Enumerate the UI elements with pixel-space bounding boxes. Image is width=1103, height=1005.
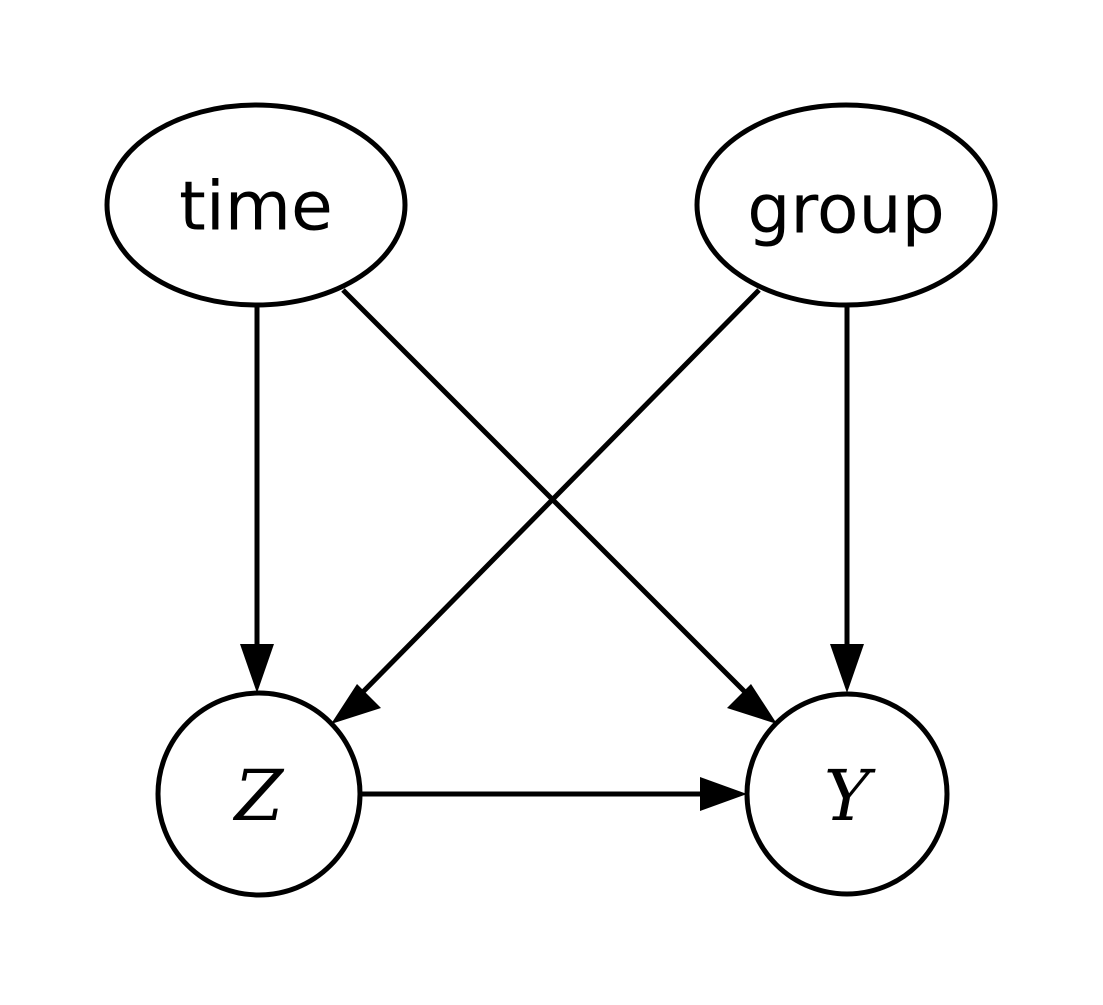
node-z-label: Z (233, 755, 285, 837)
node-layer: time group Z Y (104, 102, 998, 898)
node-y-label: Y (824, 755, 876, 837)
edge-time-to-y[interactable] (341, 288, 777, 724)
edge-time-to-z-arrowhead (240, 644, 274, 693)
node-y[interactable]: Y (744, 691, 950, 897)
node-z-circle (155, 690, 363, 898)
edge-group-to-y[interactable] (830, 305, 864, 693)
edge-group-to-z-line (351, 288, 761, 704)
node-group[interactable]: group (694, 102, 998, 308)
edge-layer (240, 288, 864, 811)
edge-time-to-y-line (341, 288, 757, 704)
node-z[interactable]: Z (155, 690, 363, 898)
node-group-label: group (747, 171, 945, 250)
edge-time-to-y-arrowhead (727, 684, 777, 724)
edge-z-to-y-arrowhead (700, 777, 747, 811)
node-group-ellipse (694, 102, 998, 308)
node-time-ellipse (104, 102, 408, 308)
edge-group-to-y-arrowhead (830, 644, 864, 693)
edge-group-to-z-arrowhead (331, 684, 381, 724)
edge-group-to-z[interactable] (331, 288, 761, 724)
node-y-circle (744, 691, 950, 897)
edge-time-to-z[interactable] (240, 305, 274, 693)
edge-z-to-y[interactable] (360, 777, 747, 811)
node-time[interactable]: time (104, 102, 408, 308)
node-time-label: time (179, 168, 333, 247)
